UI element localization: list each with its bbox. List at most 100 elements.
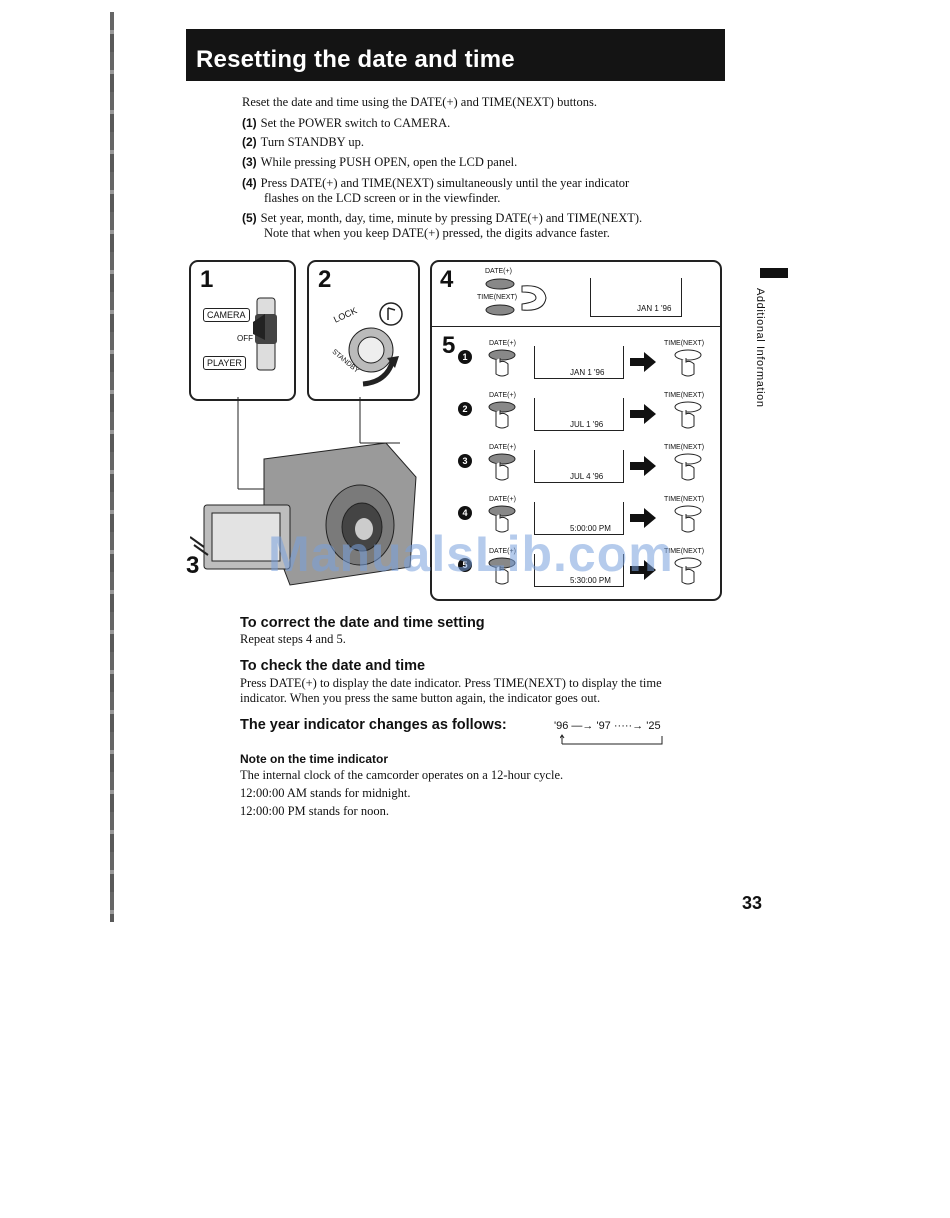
date-button-label: DATE(+) — [489, 340, 516, 347]
year-heading: The year indicator changes as follows: — [240, 717, 507, 733]
date-button-label: DATE(+) — [489, 392, 516, 399]
date-button-hand-icon — [488, 349, 516, 377]
section-tab-marker — [760, 268, 788, 278]
note-line: 12:00:00 AM stands for midnight. — [240, 786, 411, 800]
loop-back-arrow-icon — [560, 734, 663, 745]
step-text: Set the POWER switch to CAMERA. — [260, 116, 451, 130]
check-body: Press DATE(+) to display the date indica… — [240, 676, 662, 705]
arrow-right-icon — [630, 508, 656, 528]
watermark: ManualsLib.com — [268, 526, 674, 582]
arrow-right-icon — [630, 456, 656, 476]
step-number: (1) — [242, 116, 257, 130]
lcd-display — [534, 554, 624, 587]
step-number: (3) — [242, 155, 257, 169]
standby-dial-icon — [348, 302, 403, 387]
time-button-label: TIME(NEXT) — [477, 294, 518, 301]
lcd-display — [590, 278, 682, 317]
arrow-right-icon: —→ — [571, 720, 594, 732]
panel-power-switch: 1 CAMERA OFF PLAYER — [189, 260, 296, 401]
step-text: While pressing PUSH OPEN, open the LCD p… — [260, 155, 518, 169]
time-button-hand-icon — [674, 401, 702, 429]
panel-number: 1 — [200, 266, 214, 293]
camcorder-illustration — [190, 397, 417, 586]
panel-number: 4 — [440, 266, 454, 293]
power-switch-icon — [253, 297, 277, 371]
scan-edge — [110, 12, 114, 922]
year-value: '96 — [554, 720, 569, 732]
date-button-label: DATE(+) — [489, 496, 516, 503]
arrow-right-icon: ·····→ — [613, 720, 644, 732]
step-text: Press DATE(+) and TIME(NEXT) simultaneou… — [260, 176, 630, 190]
panel-number: 2 — [318, 266, 332, 293]
date-button-hand-icon — [488, 505, 516, 533]
time-button-label: TIME(NEXT) — [664, 444, 705, 451]
step-5: (5)Set year, month, day, time, minute by… — [242, 211, 712, 241]
year-value: '25 — [646, 720, 661, 732]
date-button-hand-icon — [488, 453, 516, 481]
panel-number: 3 — [186, 552, 200, 579]
lcd-display — [534, 450, 624, 483]
time-button-hand-icon — [674, 453, 702, 481]
hand-pressing-buttons-icon — [485, 278, 547, 316]
lcd-display-text: JUL 1 '96 — [570, 420, 604, 429]
arrow-right-icon — [630, 560, 656, 580]
time-button-label: TIME(NEXT) — [664, 548, 705, 555]
step-number: (5) — [242, 211, 257, 225]
panel-standby: 2 LOCK STANDBY — [307, 260, 420, 401]
step-continuation: flashes on the LCD screen or in the view… — [264, 191, 501, 205]
check-heading: To check the date and time — [240, 658, 426, 674]
section-side-label: Additional Information — [754, 288, 766, 408]
correct-heading: To correct the date and time setting — [240, 615, 485, 631]
arrow-right-icon — [630, 404, 656, 424]
step-text: Set year, month, day, time, minute by pr… — [260, 211, 643, 225]
step-3: (3)While pressing PUSH OPEN, open the LC… — [242, 155, 712, 170]
step-marker: 4 — [458, 506, 472, 520]
time-button-hand-icon — [674, 557, 702, 585]
correct-body: Repeat steps 4 and 5. — [240, 632, 346, 646]
note-heading: Note on the time indicator — [240, 752, 389, 766]
intro-text: Reset the date and time using the DATE(+… — [242, 95, 598, 109]
lcd-display-text: 5:00:00 PM — [570, 524, 611, 533]
arrow-right-icon — [630, 352, 656, 372]
time-button-label: TIME(NEXT) — [664, 496, 705, 503]
note-line: 12:00:00 PM stands for noon. — [240, 804, 389, 818]
step-2: (2)Turn STANDBY up. — [242, 135, 712, 150]
date-button-hand-icon — [488, 401, 516, 429]
step-number: (4) — [242, 176, 257, 190]
title-bar — [186, 29, 725, 81]
panel-number: 5 — [442, 332, 456, 359]
date-button-label: DATE(+) — [489, 444, 516, 451]
camera-label: CAMERA — [203, 308, 250, 322]
year-sequence: '96 —→ '97 ·····→ '25 — [554, 720, 661, 732]
lcd-display — [534, 398, 624, 431]
lcd-display-text: JUL 4 '96 — [570, 472, 604, 481]
lcd-display — [534, 502, 624, 535]
step-marker: 5 — [458, 558, 472, 572]
step-1: (1)Set the POWER switch to CAMERA. — [242, 116, 712, 131]
year-value: '97 — [596, 720, 611, 732]
page-title: Resetting the date and time — [196, 46, 515, 73]
step-marker: 2 — [458, 402, 472, 416]
step-text: Turn STANDBY up. — [260, 135, 364, 149]
lcd-display — [534, 346, 624, 379]
date-button-label: DATE(+) — [485, 268, 512, 275]
time-button-label: TIME(NEXT) — [664, 392, 705, 399]
lcd-display-text: 5:30:00 PM — [570, 576, 611, 585]
note-line: The internal clock of the camcorder oper… — [240, 768, 564, 782]
step-number: (2) — [242, 135, 257, 149]
panel-divider — [432, 326, 720, 327]
time-button-hand-icon — [674, 505, 702, 533]
step-continuation: Note that when you keep DATE(+) pressed,… — [264, 226, 610, 240]
lcd-display-text: JAN 1 '96 — [570, 368, 605, 377]
time-button-label: TIME(NEXT) — [664, 340, 705, 347]
lcd-display-text: JAN 1 '96 — [637, 304, 672, 313]
step-marker: 1 — [458, 350, 472, 364]
date-button-label: DATE(+) — [489, 548, 516, 555]
off-label: OFF — [237, 334, 253, 343]
date-button-hand-icon — [488, 557, 516, 585]
page-number: 33 — [742, 893, 763, 913]
step-marker: 3 — [458, 454, 472, 468]
player-label: PLAYER — [203, 356, 246, 370]
time-button-hand-icon — [674, 349, 702, 377]
step-4: (4)Press DATE(+) and TIME(NEXT) simultan… — [242, 176, 712, 206]
